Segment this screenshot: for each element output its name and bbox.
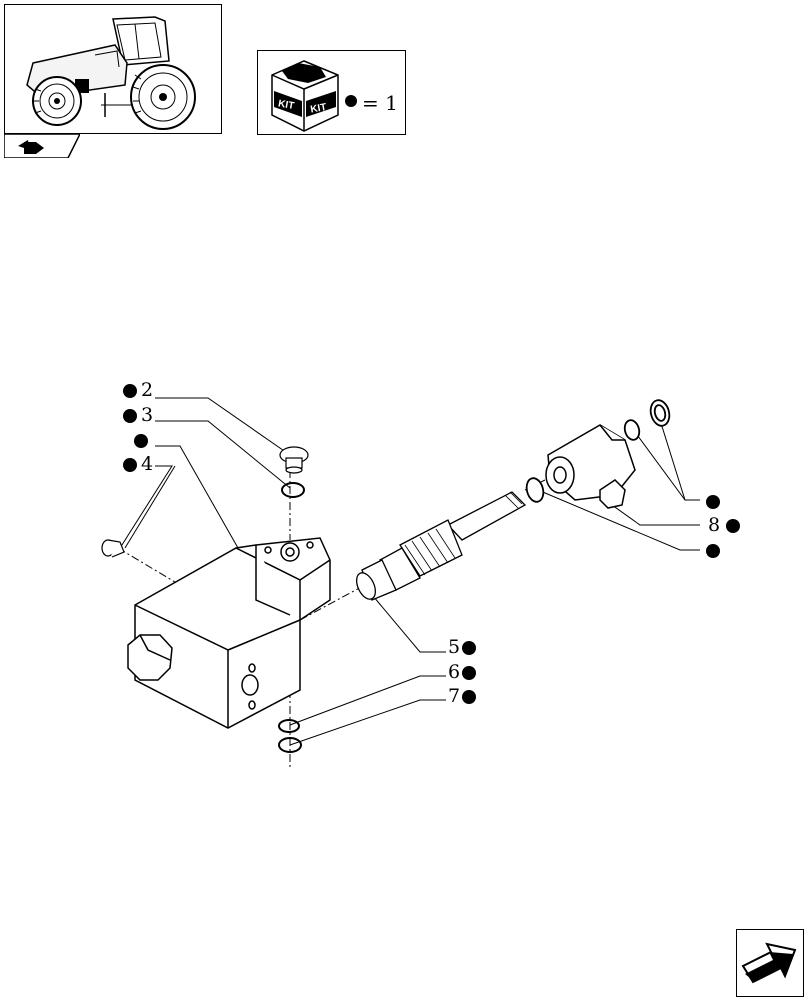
callout-6: 6 [448,661,461,683]
next-page-button[interactable] [736,929,804,997]
callout-7: 7 [448,685,461,707]
bullet-dot-icon [345,95,357,107]
section-tab-icon [4,134,80,158]
callout-2: 2 [141,379,154,401]
callout-3: 3 [141,404,154,426]
bullet-dots [123,384,740,704]
kit-text-left: KIT [277,98,295,112]
kit-legend: KIT KIT [257,50,406,135]
small-plug [101,539,125,558]
screw-plug [279,446,309,474]
tractor-icon [26,16,196,130]
callout-4: 4 [141,453,154,475]
valve-block [134,537,331,729]
coil-rings [525,399,671,503]
kit-text-right: KIT [310,102,328,116]
hex-plug [127,634,173,681]
callout-8: 8 [708,514,721,536]
o-rings [278,482,305,753]
kit-box-icon: KIT KIT [271,60,339,132]
tractor-thumbnail [4,4,222,134]
solenoid-coil [545,424,636,509]
callout-5: 5 [448,636,461,658]
next-page-arrow-icon [741,942,797,984]
kit-equals-label: = 1 [362,91,398,115]
cartridge-valve [355,491,527,601]
